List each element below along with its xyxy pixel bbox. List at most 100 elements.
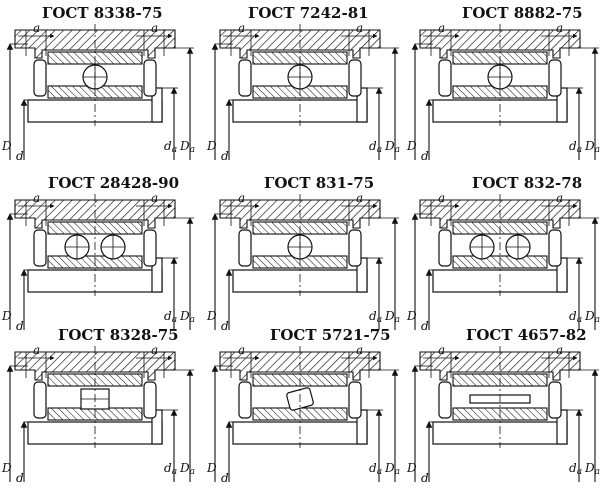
- label-Da: Da: [179, 139, 195, 155]
- shaft-shoulder: [151, 87, 163, 123]
- label-da-sub: a: [577, 315, 582, 325]
- shaft-shoulder: [556, 409, 568, 445]
- label-Da-main: D: [179, 309, 190, 323]
- label-da-sub: a: [377, 467, 382, 477]
- label-da: da: [569, 309, 582, 325]
- label-d: d: [221, 319, 229, 333]
- label-da: da: [569, 461, 582, 477]
- label-da: da: [164, 139, 177, 155]
- label-da-main: d: [164, 139, 172, 153]
- label-da-sub: a: [577, 467, 582, 477]
- label-da-main: d: [569, 309, 577, 323]
- label-a: a: [33, 191, 40, 205]
- label-Da-sub: a: [190, 467, 195, 477]
- label-a: a: [438, 191, 445, 205]
- label-Da-sub: a: [395, 315, 400, 325]
- right-spacer: [143, 59, 157, 97]
- label-D: D: [206, 461, 217, 475]
- label-Da: Da: [179, 309, 195, 325]
- label-d: d: [16, 319, 24, 333]
- label-a: a: [356, 191, 363, 205]
- label-d: d: [221, 149, 229, 163]
- label-Da: Da: [179, 461, 195, 477]
- label-a: a: [33, 21, 40, 35]
- left-spacer: [238, 229, 252, 267]
- label-da-main: d: [369, 309, 377, 323]
- left-spacer: [33, 59, 47, 97]
- label-Da-main: D: [384, 139, 395, 153]
- label-d: d: [421, 149, 429, 163]
- label-a: a: [356, 21, 363, 35]
- left-spacer: [33, 381, 47, 419]
- right-spacer: [348, 59, 362, 97]
- label-Da-sub: a: [595, 315, 600, 325]
- label-da: da: [164, 309, 177, 325]
- drawing-title: ГОСТ 831-75: [264, 174, 374, 192]
- label-Da-main: D: [584, 461, 595, 475]
- label-Da-sub: a: [190, 315, 195, 325]
- label-Da: Da: [584, 309, 600, 325]
- shaft-shoulder: [356, 409, 368, 445]
- label-Da-main: D: [584, 309, 595, 323]
- left-spacer: [438, 381, 452, 419]
- label-a: a: [556, 191, 563, 205]
- right-spacer: [348, 229, 362, 267]
- label-a: a: [356, 343, 363, 357]
- label-Da-sub: a: [190, 145, 195, 155]
- label-D: D: [206, 309, 217, 323]
- label-da-sub: a: [377, 145, 382, 155]
- label-a: a: [151, 343, 158, 357]
- label-da-main: d: [369, 461, 377, 475]
- drawing-title: ГОСТ 8882-75: [462, 4, 583, 22]
- left-spacer: [238, 59, 252, 97]
- label-a: a: [33, 343, 40, 357]
- shaft-shoulder: [556, 257, 568, 293]
- label-Da-main: D: [179, 461, 190, 475]
- label-Da-sub: a: [595, 145, 600, 155]
- label-D: D: [406, 461, 417, 475]
- label-da: da: [369, 309, 382, 325]
- drawing-title: ГОСТ 8328-75: [58, 326, 179, 344]
- label-Da: Da: [384, 139, 400, 155]
- label-D: D: [206, 139, 217, 153]
- right-spacer: [548, 381, 562, 419]
- right-spacer: [143, 381, 157, 419]
- label-da: da: [569, 139, 582, 155]
- label-d: d: [16, 149, 24, 163]
- label-d: d: [421, 319, 429, 333]
- label-a: a: [556, 21, 563, 35]
- drawing-title: ГОСТ 7242-81: [248, 4, 369, 22]
- drawing-title: ГОСТ 8338-75: [42, 4, 163, 22]
- label-da: da: [369, 139, 382, 155]
- label-Da-main: D: [384, 309, 395, 323]
- drawing-title: ГОСТ 832-78: [472, 174, 582, 192]
- label-a: a: [556, 343, 563, 357]
- label-d: d: [16, 471, 24, 485]
- label-D: D: [1, 309, 12, 323]
- label-d: d: [221, 471, 229, 485]
- left-spacer: [438, 229, 452, 267]
- drawing-title: ГОСТ 5721-75: [270, 326, 391, 344]
- label-da-main: d: [569, 139, 577, 153]
- label-Da: Da: [384, 461, 400, 477]
- left-spacer: [238, 381, 252, 419]
- shaft-shoulder: [356, 257, 368, 293]
- label-a: a: [238, 21, 245, 35]
- label-a: a: [151, 21, 158, 35]
- label-a: a: [238, 191, 245, 205]
- label-Da-main: D: [179, 139, 190, 153]
- drawing-title: ГОСТ 28428-90: [48, 174, 179, 192]
- label-da-main: d: [164, 309, 172, 323]
- label-a: a: [438, 21, 445, 35]
- label-da: da: [164, 461, 177, 477]
- label-da-main: d: [369, 139, 377, 153]
- label-da-sub: a: [172, 145, 177, 155]
- shaft-shoulder: [356, 87, 368, 123]
- label-Da: Da: [584, 461, 600, 477]
- right-spacer: [143, 229, 157, 267]
